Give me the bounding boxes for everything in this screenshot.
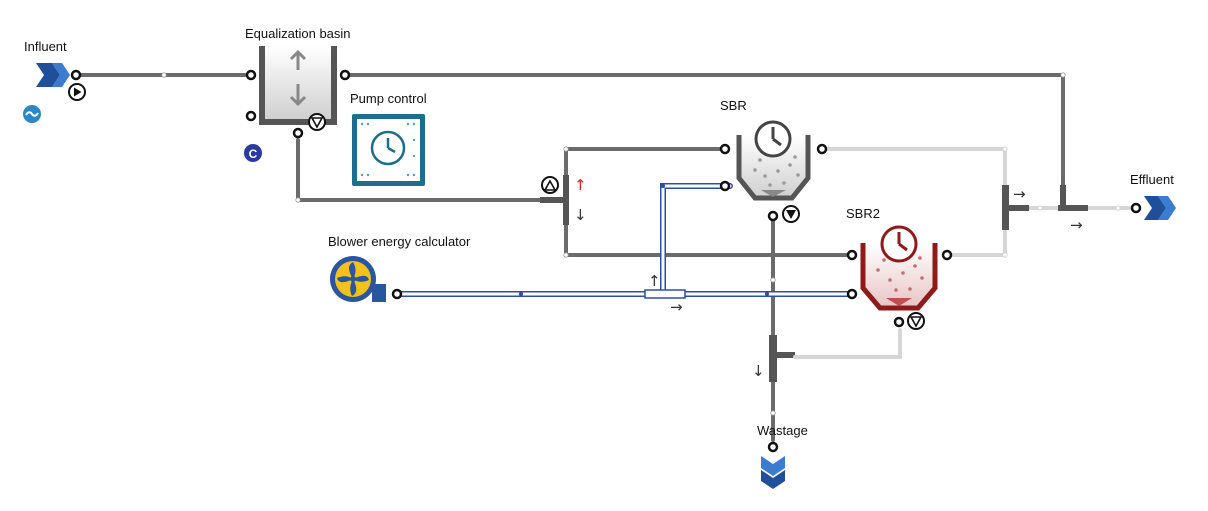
sbr2-timer-icon — [880, 225, 918, 263]
wave-icon — [23, 105, 41, 123]
pipe-equalization-to-bypass[interactable] — [343, 73, 1065, 187]
controller-badge-icon[interactable]: C — [244, 144, 262, 162]
sbr2-label: SBR2 — [846, 206, 880, 221]
play-icon[interactable] — [68, 83, 86, 101]
outlet-connector-icon — [339, 69, 351, 81]
wastage-unit[interactable]: Wastage — [757, 423, 808, 489]
sbr2-pump-icon[interactable] — [907, 312, 925, 330]
sbr-pump-icon[interactable] — [782, 205, 800, 223]
pipe-sbr-effluent[interactable] — [824, 147, 1007, 187]
sbr-reactor[interactable]: SBR — [719, 98, 828, 223]
sbr2-sludge-dots-icon — [876, 256, 924, 292]
air-split-right-arrow: → — [670, 298, 683, 316]
mixer-right-arrow-bottom: → — [1070, 216, 1083, 234]
equalization-basin[interactable]: Equalization basin C — [244, 26, 351, 162]
sbr2-inlet-connector-icon — [846, 249, 858, 261]
sbr-waste-connector-icon — [767, 210, 779, 222]
air-lines — [395, 183, 853, 297]
pump-control[interactable]: Pump control — [350, 91, 427, 186]
waste-junction[interactable] — [769, 335, 795, 382]
sbr2-waste-connector-icon — [893, 316, 905, 328]
sbr-timer-icon — [754, 120, 792, 158]
sbr-air-connector-icon — [719, 180, 731, 192]
equalization-basin-label: Equalization basin — [245, 26, 351, 41]
splitter-pump-icon[interactable] — [541, 176, 559, 194]
effluent-connector-icon — [1130, 202, 1142, 214]
controller-badge-letter: C — [249, 147, 258, 161]
pipes-dark-nodes — [161, 72, 1066, 416]
air-split-up-arrow: ↑ — [648, 272, 661, 290]
pipe-sbr2-waste[interactable] — [793, 328, 902, 359]
sbr2-reactor[interactable]: SBR2 — [846, 206, 953, 330]
sbr-inlet-connector-icon — [719, 143, 731, 155]
split-down-arrow: ↓ — [574, 206, 587, 224]
waste-down-arrow: ↓ — [752, 362, 765, 380]
air-splitter[interactable] — [644, 289, 686, 299]
side-connector-icon — [245, 110, 257, 122]
wastage-connector-icon — [767, 441, 779, 453]
blower-energy-calculator[interactable]: Blower energy calculator — [328, 234, 471, 302]
pipe-splitter-to-sbr[interactable] — [564, 147, 730, 177]
sbr2-air-connector-icon — [846, 288, 858, 300]
pipe-sbr2-effluent[interactable] — [943, 228, 1007, 257]
wastage-label: Wastage — [757, 423, 808, 438]
influent-chevron-icon — [36, 63, 70, 87]
sbr-outlet-connector-icon — [816, 143, 828, 155]
effluent-unit[interactable]: Effluent — [1130, 172, 1176, 220]
effluent-mixer[interactable] — [1002, 185, 1088, 230]
wastage-chevron-icon — [761, 456, 785, 489]
bottom-connector-icon — [292, 127, 304, 139]
effluent-chevron-icon — [1144, 196, 1176, 220]
pump-down-icon[interactable] — [308, 113, 326, 131]
effluent-label: Effluent — [1130, 172, 1174, 187]
blower-outlet-connector-icon — [391, 288, 403, 300]
sludge-dots-icon — [753, 155, 800, 187]
pipe-splitter-to-sbr2[interactable] — [564, 223, 850, 257]
sbr-label: SBR — [720, 98, 747, 113]
splitter[interactable] — [540, 175, 569, 225]
pipe-mixer-to-effluent[interactable] — [1061, 183, 1087, 210]
clock-icon — [360, 122, 416, 177]
blower-fan-icon — [330, 256, 386, 302]
inlet-connector-icon — [245, 69, 257, 81]
connector-icon — [70, 69, 82, 81]
split-up-arrow: ↑ — [574, 176, 587, 194]
pipes-light-nodes — [1002, 146, 1121, 258]
influent-label: Influent — [24, 39, 67, 54]
blower-label: Blower energy calculator — [328, 234, 471, 249]
level-arrows-icon — [289, 49, 307, 107]
mixer-right-arrow-top: → — [1013, 185, 1026, 203]
pump-control-label: Pump control — [350, 91, 427, 106]
sbr2-outlet-connector-icon — [941, 249, 953, 261]
influent-unit[interactable]: Influent — [23, 39, 86, 123]
